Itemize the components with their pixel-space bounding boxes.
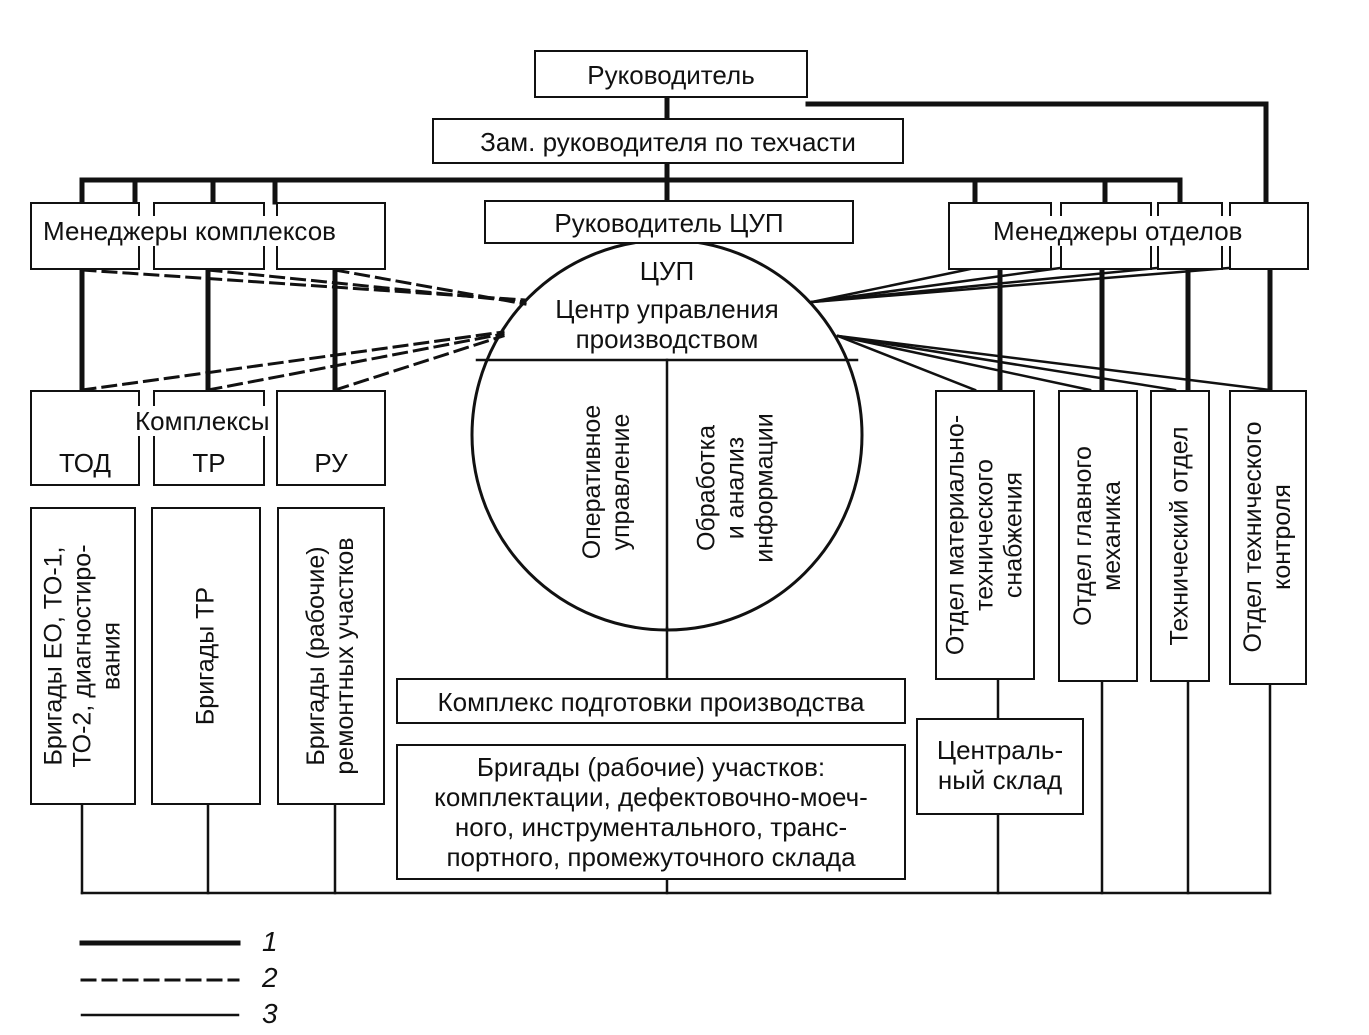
dept-technical-line-1: Технический отдел <box>1165 426 1194 646</box>
sites-brigades-line-1: Бригады (рабочие) участков: <box>476 752 826 782</box>
prep-complex-label: Комплекс подготовки производства <box>437 687 865 717</box>
dept-quality-line-2: контроля <box>1268 484 1296 590</box>
head-label: Руководитель <box>587 60 755 90</box>
dept-managers-label: Менеджеры отделов <box>990 216 1246 246</box>
brigades-ru-line-1: Бригады (рабочие) <box>302 546 330 766</box>
complex-tr-label: ТР <box>192 448 226 478</box>
legend-label-1: 1 <box>262 926 278 957</box>
brigades-tr-line-1: Бригады ТР <box>191 586 220 726</box>
dept-supply-text: Отдел материально- технического снабжени… <box>942 415 1029 655</box>
dept-technical-box <box>1150 390 1210 682</box>
sites-brigades-line-2: комплектации, дефектовочно-моеч- <box>434 782 868 812</box>
sites-brigades-line-4: портного, промежуточного склада <box>446 842 856 872</box>
cup-head-box: Руководитель ЦУП <box>484 200 854 244</box>
brigades-tod-text: Бригады ЕО, ТО-1, ТО-2, диагностиро- ван… <box>40 544 127 767</box>
complex-managers-label: Менеджеры комплексов <box>40 216 339 246</box>
thick-lines <box>79 93 1273 393</box>
legend-label-2: 2 <box>262 962 278 993</box>
dept-managers-box-4 <box>1229 202 1309 270</box>
sites-brigades-line-3: ного, инструментального, транс- <box>454 812 848 842</box>
dept-supply-line-2: технического <box>970 459 999 611</box>
cup-left-line-1: Оперативное <box>578 404 606 560</box>
prep-complex-box: Комплекс подготовки производства <box>396 678 906 724</box>
brigades-tod-line-2: ТО-2, диагностиро- <box>68 544 97 768</box>
brigades-ru-box <box>277 507 385 805</box>
cup-right-line-3: информации <box>750 413 779 563</box>
brigades-ru-line-2: ремонтных участков <box>331 537 359 775</box>
dept-quality-box <box>1229 390 1307 685</box>
cup-right-line-1: Обработка <box>692 424 721 552</box>
dept-mechanic-line-1: Отдел главного <box>1069 446 1097 626</box>
legend-label-3: 3 <box>262 998 278 1029</box>
dept-quality-text: Отдел технического контроля <box>1239 421 1297 652</box>
cup-title-line-2: производством <box>575 324 759 354</box>
complexes-label: Комплексы <box>132 406 273 436</box>
cup-head-label: Руководитель ЦУП <box>554 208 784 238</box>
dept-mechanic-box <box>1058 390 1138 682</box>
dept-mechanic-text: Отдел главного механика <box>1069 446 1127 626</box>
brigades-ru-text: Бригады (рабочие) ремонтных участков <box>302 537 360 774</box>
brigades-tod-line-3: вания <box>97 621 126 691</box>
head-box: Руководитель <box>534 50 808 98</box>
cup-left-text: Оперативное управление <box>578 405 636 559</box>
cup-circle <box>470 238 864 632</box>
dept-supply-line-3: снабжения <box>999 471 1028 599</box>
cup-right-line-2: и анализ <box>721 436 750 540</box>
dept-supply-line-1: Отдел материально- <box>941 414 970 656</box>
complex-ru-label: РУ <box>314 448 348 478</box>
thin-lines <box>80 266 1272 895</box>
complexes-box-tod <box>30 390 140 486</box>
central-store-line-2: ный склад <box>937 765 1063 795</box>
brigades-tr-box <box>151 507 261 805</box>
deputy-box: Зам. руководителя по техчасти <box>432 118 904 164</box>
brigades-tod-line-1: Бригады ЕО, ТО-1, <box>39 546 68 766</box>
brigades-tod-box <box>30 507 136 805</box>
cup-abbr: ЦУП <box>639 256 695 286</box>
brigades-tr-text: Бригады ТР <box>192 587 221 725</box>
central-store-box: Централь- ный склад <box>916 718 1084 815</box>
dashed-lines <box>80 268 527 392</box>
cup-left-line-2: управление <box>607 413 635 551</box>
central-store-line-1: Централь- <box>936 735 1064 765</box>
complexes-box-ru <box>276 390 386 486</box>
complex-tod-label: ТОД <box>59 448 111 478</box>
dept-technical-text: Технический отдел <box>1166 427 1195 646</box>
cup-title-line-1: Центр управления <box>555 294 779 324</box>
dept-mechanic-line-2: механика <box>1098 481 1126 591</box>
dept-quality-line-1: Отдел технического <box>1239 421 1267 653</box>
cup-right-text: Обработка и анализ информации <box>693 413 780 563</box>
sites-brigades-box: Бригады (рабочие) участков: комплектации… <box>396 744 906 880</box>
deputy-label: Зам. руководителя по техчасти <box>480 127 856 157</box>
dept-supply-box <box>935 390 1035 680</box>
